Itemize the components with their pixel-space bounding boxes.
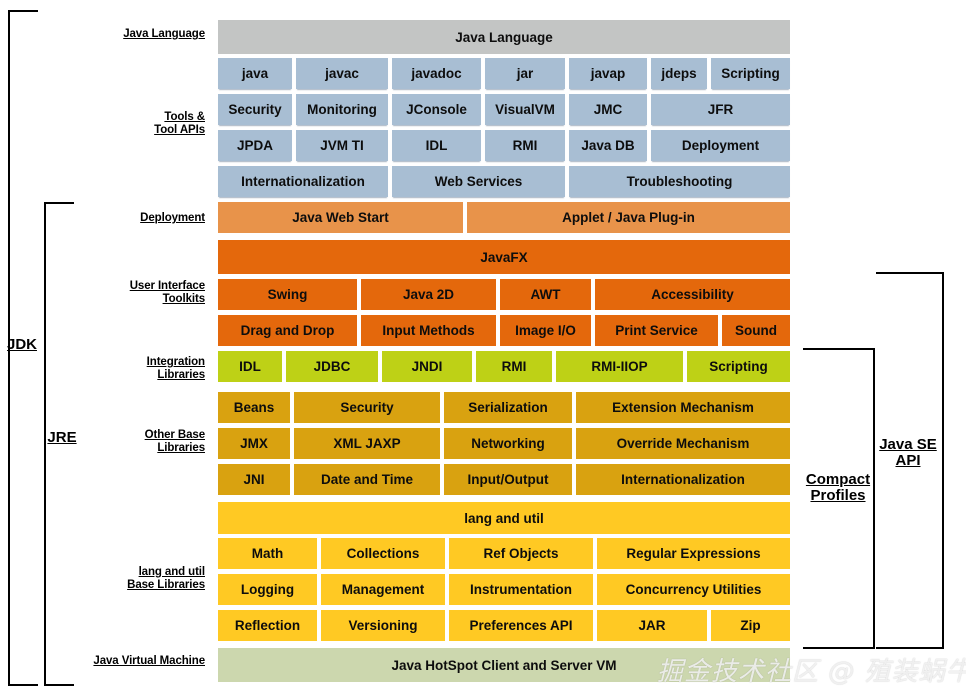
box-tool-javap: javap	[569, 58, 647, 89]
row-label-java-language: Java Language	[123, 28, 205, 40]
box-other-xml-jaxp: XML JAXP	[294, 428, 440, 459]
box-tool-web-services: Web Services	[392, 166, 565, 197]
box-tool-jar: jar	[485, 58, 565, 89]
box-lang-math: Math	[218, 538, 317, 569]
bracket-java-se-api	[876, 272, 944, 649]
box-other-security: Security	[294, 392, 440, 423]
box-ui-sound: Sound	[722, 315, 790, 346]
box-ui-image-io: Image I/O	[500, 315, 591, 346]
box-ui-input-methods: Input Methods	[361, 315, 496, 346]
bracket-label-jre: JRE	[47, 429, 77, 446]
box-lang-logging: Logging	[218, 574, 317, 605]
box-tool-jmc: JMC	[569, 94, 647, 125]
box-integration-jndi: JNDI	[382, 351, 472, 382]
box-java-web-start: Java Web Start	[218, 202, 463, 233]
box-other-jmx: JMX	[218, 428, 290, 459]
bracket-label-jdk: JDK	[6, 336, 37, 353]
row-label-tools-and-tool-apis: Tools & Tool APIs	[154, 111, 205, 136]
row-label-user-interface-toolkits: User Interface Toolkits	[129, 280, 205, 305]
box-other-date-and-time: Date and Time	[294, 464, 440, 495]
box-tool-security: Security	[218, 94, 292, 125]
box-other-serialization: Serialization	[444, 392, 572, 423]
bracket-compact-profiles	[803, 348, 875, 649]
box-tool-jdeps: jdeps	[651, 58, 707, 89]
box-lang-jar: JAR	[597, 610, 707, 641]
box-integration-rmi: RMI	[476, 351, 552, 382]
row-label-deployment: Deployment	[140, 212, 205, 224]
box-tool-scripting: Scripting	[711, 58, 790, 89]
box-tool-jfr: JFR	[651, 94, 790, 125]
box-other-input-output: Input/Output	[444, 464, 572, 495]
row-label-integration-libraries: Integration Libraries	[146, 356, 205, 381]
box-ui-drag-and-drop: Drag and Drop	[218, 315, 357, 346]
box-tool-java: java	[218, 58, 292, 89]
box-lang-and-util: lang and util	[218, 502, 790, 534]
row-label-java-virtual-machine: Java Virtual Machine	[93, 655, 205, 667]
box-lang-reflection: Reflection	[218, 610, 317, 641]
box-other-beans: Beans	[218, 392, 290, 423]
box-ui-print-service: Print Service	[595, 315, 718, 346]
box-lang-management: Management	[321, 574, 445, 605]
box-lang-ref-objects: Ref Objects	[449, 538, 593, 569]
box-tool-javadoc: javadoc	[392, 58, 481, 89]
box-tool-visualvm: VisualVM	[485, 94, 565, 125]
box-other-networking: Networking	[444, 428, 572, 459]
box-lang-instrumentation: Instrumentation	[449, 574, 593, 605]
box-tool-jconsole: JConsole	[392, 94, 481, 125]
box-lang-collections: Collections	[321, 538, 445, 569]
bracket-jre	[44, 202, 74, 686]
box-integration-jdbc: JDBC	[286, 351, 378, 382]
row-label-lang-and-util-base-libraries: lang and util Base Libraries	[127, 566, 205, 591]
box-lang-regular-expressions: Regular Expressions	[597, 538, 790, 569]
box-lang-versioning: Versioning	[321, 610, 445, 641]
box-java-language: Java Language	[218, 20, 790, 54]
box-ui-accessibility: Accessibility	[595, 279, 790, 310]
box-lang-concurrency-utilities: Concurrency Utilities	[597, 574, 790, 605]
box-ui-awt: AWT	[500, 279, 591, 310]
box-applet-java-plugin: Applet / Java Plug-in	[467, 202, 790, 233]
box-java-hotspot-vm: Java HotSpot Client and Server VM	[218, 648, 790, 682]
box-other-extension-mechanism: Extension Mechanism	[576, 392, 790, 423]
box-integration-rmi-iiop: RMI-IIOP	[556, 351, 683, 382]
box-tool-troubleshooting: Troubleshooting	[569, 166, 790, 197]
box-tool-internationalization: Internationalization	[218, 166, 388, 197]
box-tool-java-db: Java DB	[569, 130, 647, 161]
box-lang-preferences-api: Preferences API	[449, 610, 593, 641]
bracket-label-compact-profiles: Compact Profiles	[805, 471, 871, 504]
box-tool-rmi: RMI	[485, 130, 565, 161]
box-tool-deployment: Deployment	[651, 130, 790, 161]
box-javafx: JavaFX	[218, 240, 790, 274]
box-ui-java-2d: Java 2D	[361, 279, 496, 310]
bracket-jdk	[8, 10, 38, 686]
box-lang-zip: Zip	[711, 610, 790, 641]
box-other-jni: JNI	[218, 464, 290, 495]
box-tool-idl: IDL	[392, 130, 481, 161]
box-tool-jvm-ti: JVM TI	[296, 130, 388, 161]
box-ui-swing: Swing	[218, 279, 357, 310]
bracket-label-java-se-api: Java SE API	[879, 436, 937, 469]
box-other-internationalization: Internationalization	[576, 464, 790, 495]
box-integration-scripting: Scripting	[687, 351, 790, 382]
box-tool-jpda: JPDA	[218, 130, 292, 161]
box-other-override-mechanism: Override Mechanism	[576, 428, 790, 459]
box-tool-javac: javac	[296, 58, 388, 89]
row-label-other-base-libraries: Other Base Libraries	[144, 429, 205, 454]
box-tool-monitoring: Monitoring	[296, 94, 388, 125]
box-integration-idl: IDL	[218, 351, 282, 382]
